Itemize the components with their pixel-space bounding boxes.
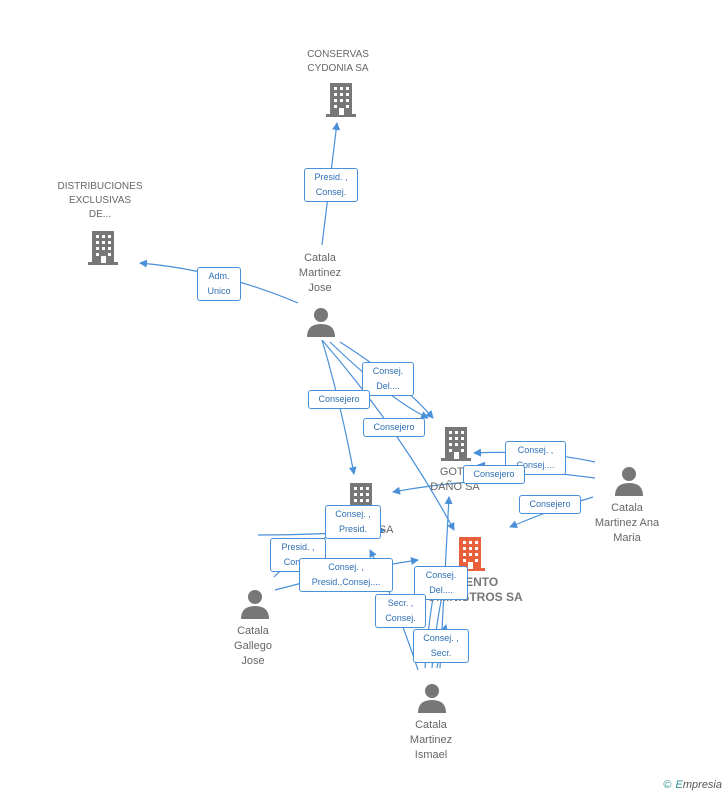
edge-label-consejero-4[interactable]: Consejero (519, 495, 581, 514)
person-label-jose-martinez[interactable]: Catala Martinez Jose (298, 252, 342, 294)
edge-label-consej-secr[interactable]: Consej. , Secr. (413, 629, 469, 663)
person-label-ismael[interactable]: Catala Martinez Ismael (409, 719, 453, 761)
building-icon[interactable] (325, 83, 357, 117)
person-icon[interactable] (306, 307, 336, 337)
edge-gota-clima (392, 481, 471, 495)
edge-label-presid-consej[interactable]: Presid. , Consej. (304, 168, 358, 202)
edge-label-consej-del-1[interactable]: Consej. Del.... (362, 362, 414, 396)
edge-label-adm-unico[interactable]: Adm. Unico (197, 267, 241, 301)
person-icon[interactable] (240, 589, 270, 619)
building-icon[interactable] (454, 537, 486, 571)
edge-label-consej-presid[interactable]: Consej. , Presid. (325, 505, 381, 539)
edge-label-consejero-1[interactable]: Consejero (308, 390, 370, 409)
person-icon[interactable] (417, 683, 447, 713)
edge-label-secr-consej[interactable]: Secr. , Consej. (375, 594, 426, 628)
brand-initial: E (675, 779, 683, 791)
edge-label-consej-consej[interactable]: Consej. , Consej.... (505, 441, 566, 475)
edge-label-consejero-2[interactable]: Consejero (363, 418, 425, 437)
building-icon[interactable] (87, 231, 119, 265)
company-label-distribuciones[interactable]: DISTRIBUCIONES EXCLUSIVAS DE... (57, 181, 143, 220)
edge-label-consej-presid-consej[interactable]: Consej. , Presid.,Consej.... (299, 558, 393, 592)
person-icon[interactable] (614, 466, 644, 496)
person-label-ana-maria[interactable]: Catala Martinez Ana Maria (594, 502, 660, 544)
brand-footer: ©Empresia (663, 779, 722, 791)
brand-name: mpresia (682, 779, 722, 791)
company-label-gota[interactable]: GOTA DAÑO SA (430, 466, 480, 493)
edge-label-consejero-3[interactable]: Consejero (463, 465, 525, 484)
person-label-gallego[interactable]: Catala Gallego Jose (234, 625, 272, 667)
building-icon[interactable] (440, 427, 472, 461)
copyright-icon: © (663, 779, 672, 791)
company-label-conservas[interactable]: CONSERVAS CYDONIA SA (307, 49, 369, 74)
